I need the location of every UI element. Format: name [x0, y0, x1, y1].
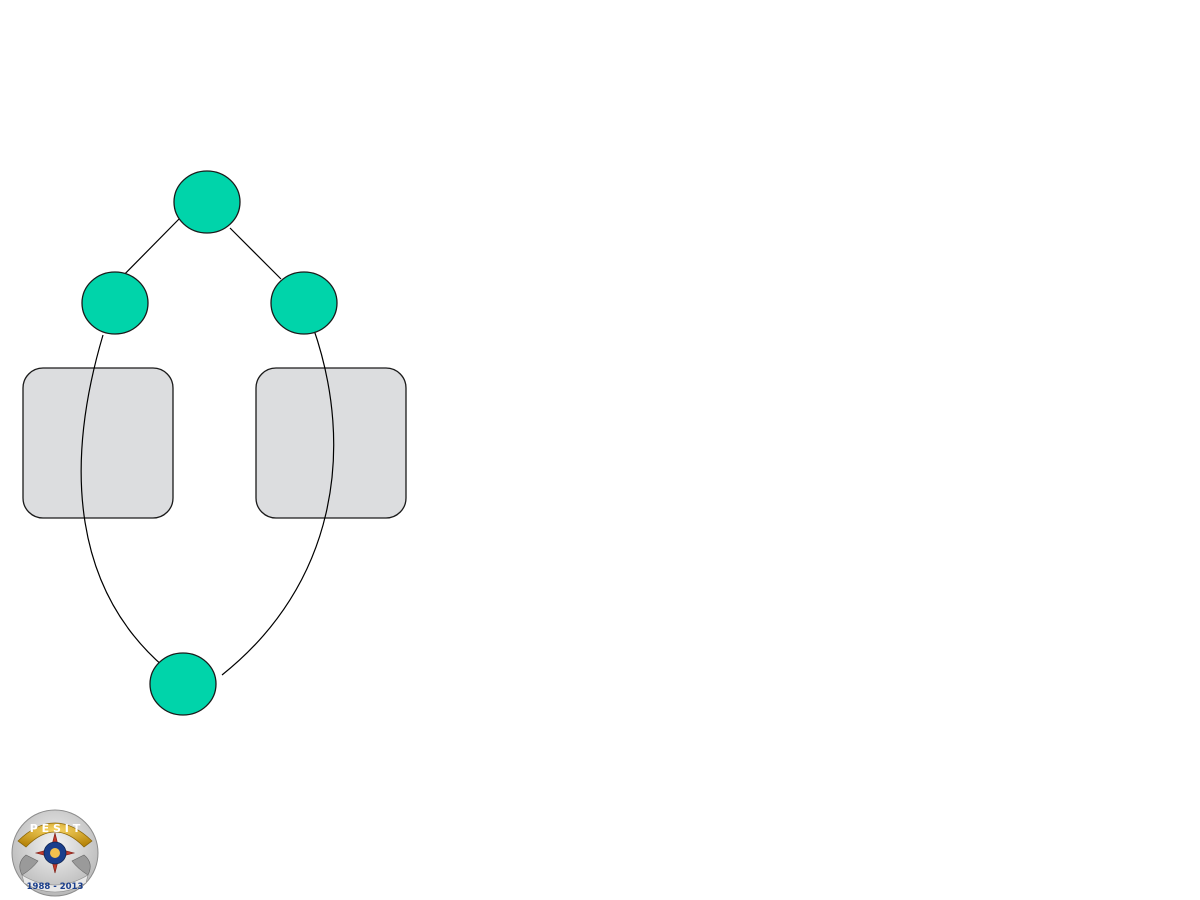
edge-left-bottom — [80, 334, 165, 668]
node-right — [270, 271, 338, 335]
edge-top-right — [229, 227, 282, 280]
logo-bottom-text: 1988 - 2013 — [27, 882, 84, 892]
logo-top-text: P E S I T — [30, 822, 81, 835]
edge-right-bottom — [221, 326, 335, 676]
left-box — [22, 367, 174, 519]
node-top — [173, 170, 241, 234]
node-left — [81, 271, 149, 335]
node-bottom — [149, 652, 217, 716]
pesit-logo-icon: P E S I T 1988 - 2013 — [11, 809, 99, 897]
right-box — [255, 367, 407, 519]
